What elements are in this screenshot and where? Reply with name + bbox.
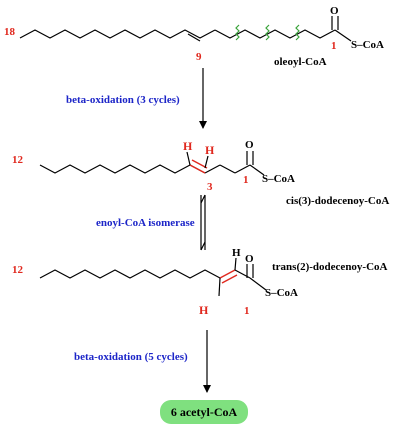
oleoyl-carbon-end-number: 18 (4, 26, 16, 38)
trans2-hydrogen-bottom: H (199, 303, 209, 317)
oleoyl-coa-name: oleoyl-CoA (274, 56, 327, 68)
equilibrium-arrow-down-head (200, 241, 206, 251)
cis3-carbon-end-number: 12 (12, 154, 24, 166)
cis3-dodecenoyl-coa-name: cis(3)-dodecenoy-CoA (286, 195, 389, 207)
cis3-bond-to-c3 (204, 164, 221, 174)
oleoyl-chain-left (19, 29, 216, 39)
cis3-h-bond-1 (186, 151, 191, 166)
step-2-label: enoyl-CoA isomerase (96, 217, 195, 229)
oleoyl-double-bond-second-line (187, 33, 201, 42)
oleoyl-chain-right (214, 29, 336, 39)
cis3-hydrogen-2: H (205, 143, 215, 157)
cis3-thioester: S–CoA (262, 173, 295, 185)
oleoyl-oxygen: O (330, 5, 339, 17)
cleavage-mark (265, 24, 270, 41)
cis3-chain (39, 164, 206, 174)
oleoyl-thioester-bond (334, 29, 352, 42)
cis3-bond-c1 (234, 164, 251, 174)
cis3-oxygen: O (245, 139, 254, 151)
trans2-bond-c1 (234, 269, 251, 279)
product-label: 6 acetyl-CoA (171, 405, 238, 419)
cleavage-mark (295, 24, 300, 41)
trans2-thioester: S–CoA (265, 287, 298, 299)
cis3-double-bond-red-second (191, 159, 208, 169)
step-3-label: beta-oxidation (5 cycles) (74, 351, 188, 363)
trans2-carbon-end-number: 12 (12, 264, 24, 276)
cis3-double-bond-number: 3 (207, 181, 213, 193)
oleoyl-thioester: S–CoA (351, 39, 384, 51)
cis3-hydrogen-1: H (183, 139, 193, 153)
trans2-chain (39, 269, 221, 279)
trans2-dodecenoyl-coa-structure: 12 1 H H O S–CoA trans(2)-dodecenoy-CoA (12, 247, 388, 317)
trans2-double-bond-red-second (221, 274, 238, 284)
cis3-dodecenoyl-coa-structure: 12 3 1 H H O S–CoA cis(3)-dodecenoy-CoA (12, 139, 389, 207)
equilibrium-arrow-up-head (200, 194, 206, 204)
product-badge: 6 acetyl-CoA (160, 400, 248, 424)
product-badge-background (160, 400, 248, 424)
cleavage-mark (235, 24, 240, 41)
oleoyl-cleavage-marks (235, 24, 300, 41)
trans2-double-bond-red (219, 269, 236, 279)
trans2-thioester-bond (249, 277, 267, 291)
cis3-thioester-bond (249, 164, 265, 176)
step-1-label: beta-oxidation (3 cycles) (66, 94, 180, 106)
oleoyl-coa-structure: 18 9 1 O S–CoA oleoyl-CoA (4, 5, 384, 68)
trans2-hydrogen-top: H (232, 247, 241, 259)
trans2-dodecenoyl-coa-name: trans(2)-dodecenoy-CoA (272, 261, 388, 273)
oleoyl-carbonyl-number: 1 (331, 40, 337, 52)
cis3-double-bond-red (189, 164, 206, 174)
cis3-h-bond-2 (204, 155, 209, 169)
trans2-carbonyl-number: 1 (244, 305, 250, 317)
cis3-bond-c2 (219, 164, 236, 174)
trans2-h-bond-bottom (218, 277, 221, 297)
cis3-carbonyl-number: 1 (243, 174, 249, 186)
trans2-h-bond-top (234, 257, 237, 271)
oleoyl-double-bond-number: 9 (196, 51, 202, 63)
isomerase-equilibrium-arrows (200, 194, 206, 251)
trans2-oxygen: O (245, 253, 254, 265)
